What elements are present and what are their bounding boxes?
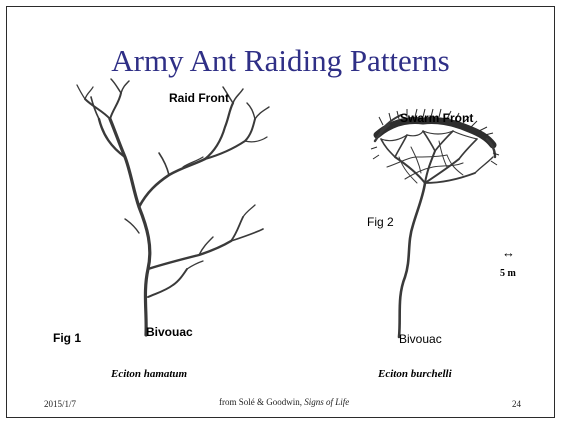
fig2-species-caption: Eciton burchelli [378,368,452,380]
footer-source: from Solé & Goodwin, Signs of Life [219,397,349,407]
fig1-figure-label: Fig 1 [53,331,81,345]
footer-page-number: 24 [512,399,521,409]
fig2-swarm-drawing [7,7,556,419]
footer-source-title: Signs of Life [304,397,349,407]
footer-source-prefix: from Solé & Goodwin, [219,397,304,407]
fig1-raid-front-label: Raid Front [169,91,229,105]
fig1-bivouac-label: Bivouac [146,325,193,339]
fig2-bivouac-label: Bivouac [399,332,442,346]
fig2-swarm-front-label: Swarm Front [400,111,473,125]
fig2-figure-label: Fig 2 [367,215,394,229]
footer-date: 2015/1/7 [44,399,76,409]
scale-arrow-icon: ↔ [502,245,515,261]
fig1-species-caption: Eciton hamatum [111,368,187,380]
slide: Army Ant Raiding Patterns [6,6,555,418]
scale-value: 5 m [500,268,516,279]
